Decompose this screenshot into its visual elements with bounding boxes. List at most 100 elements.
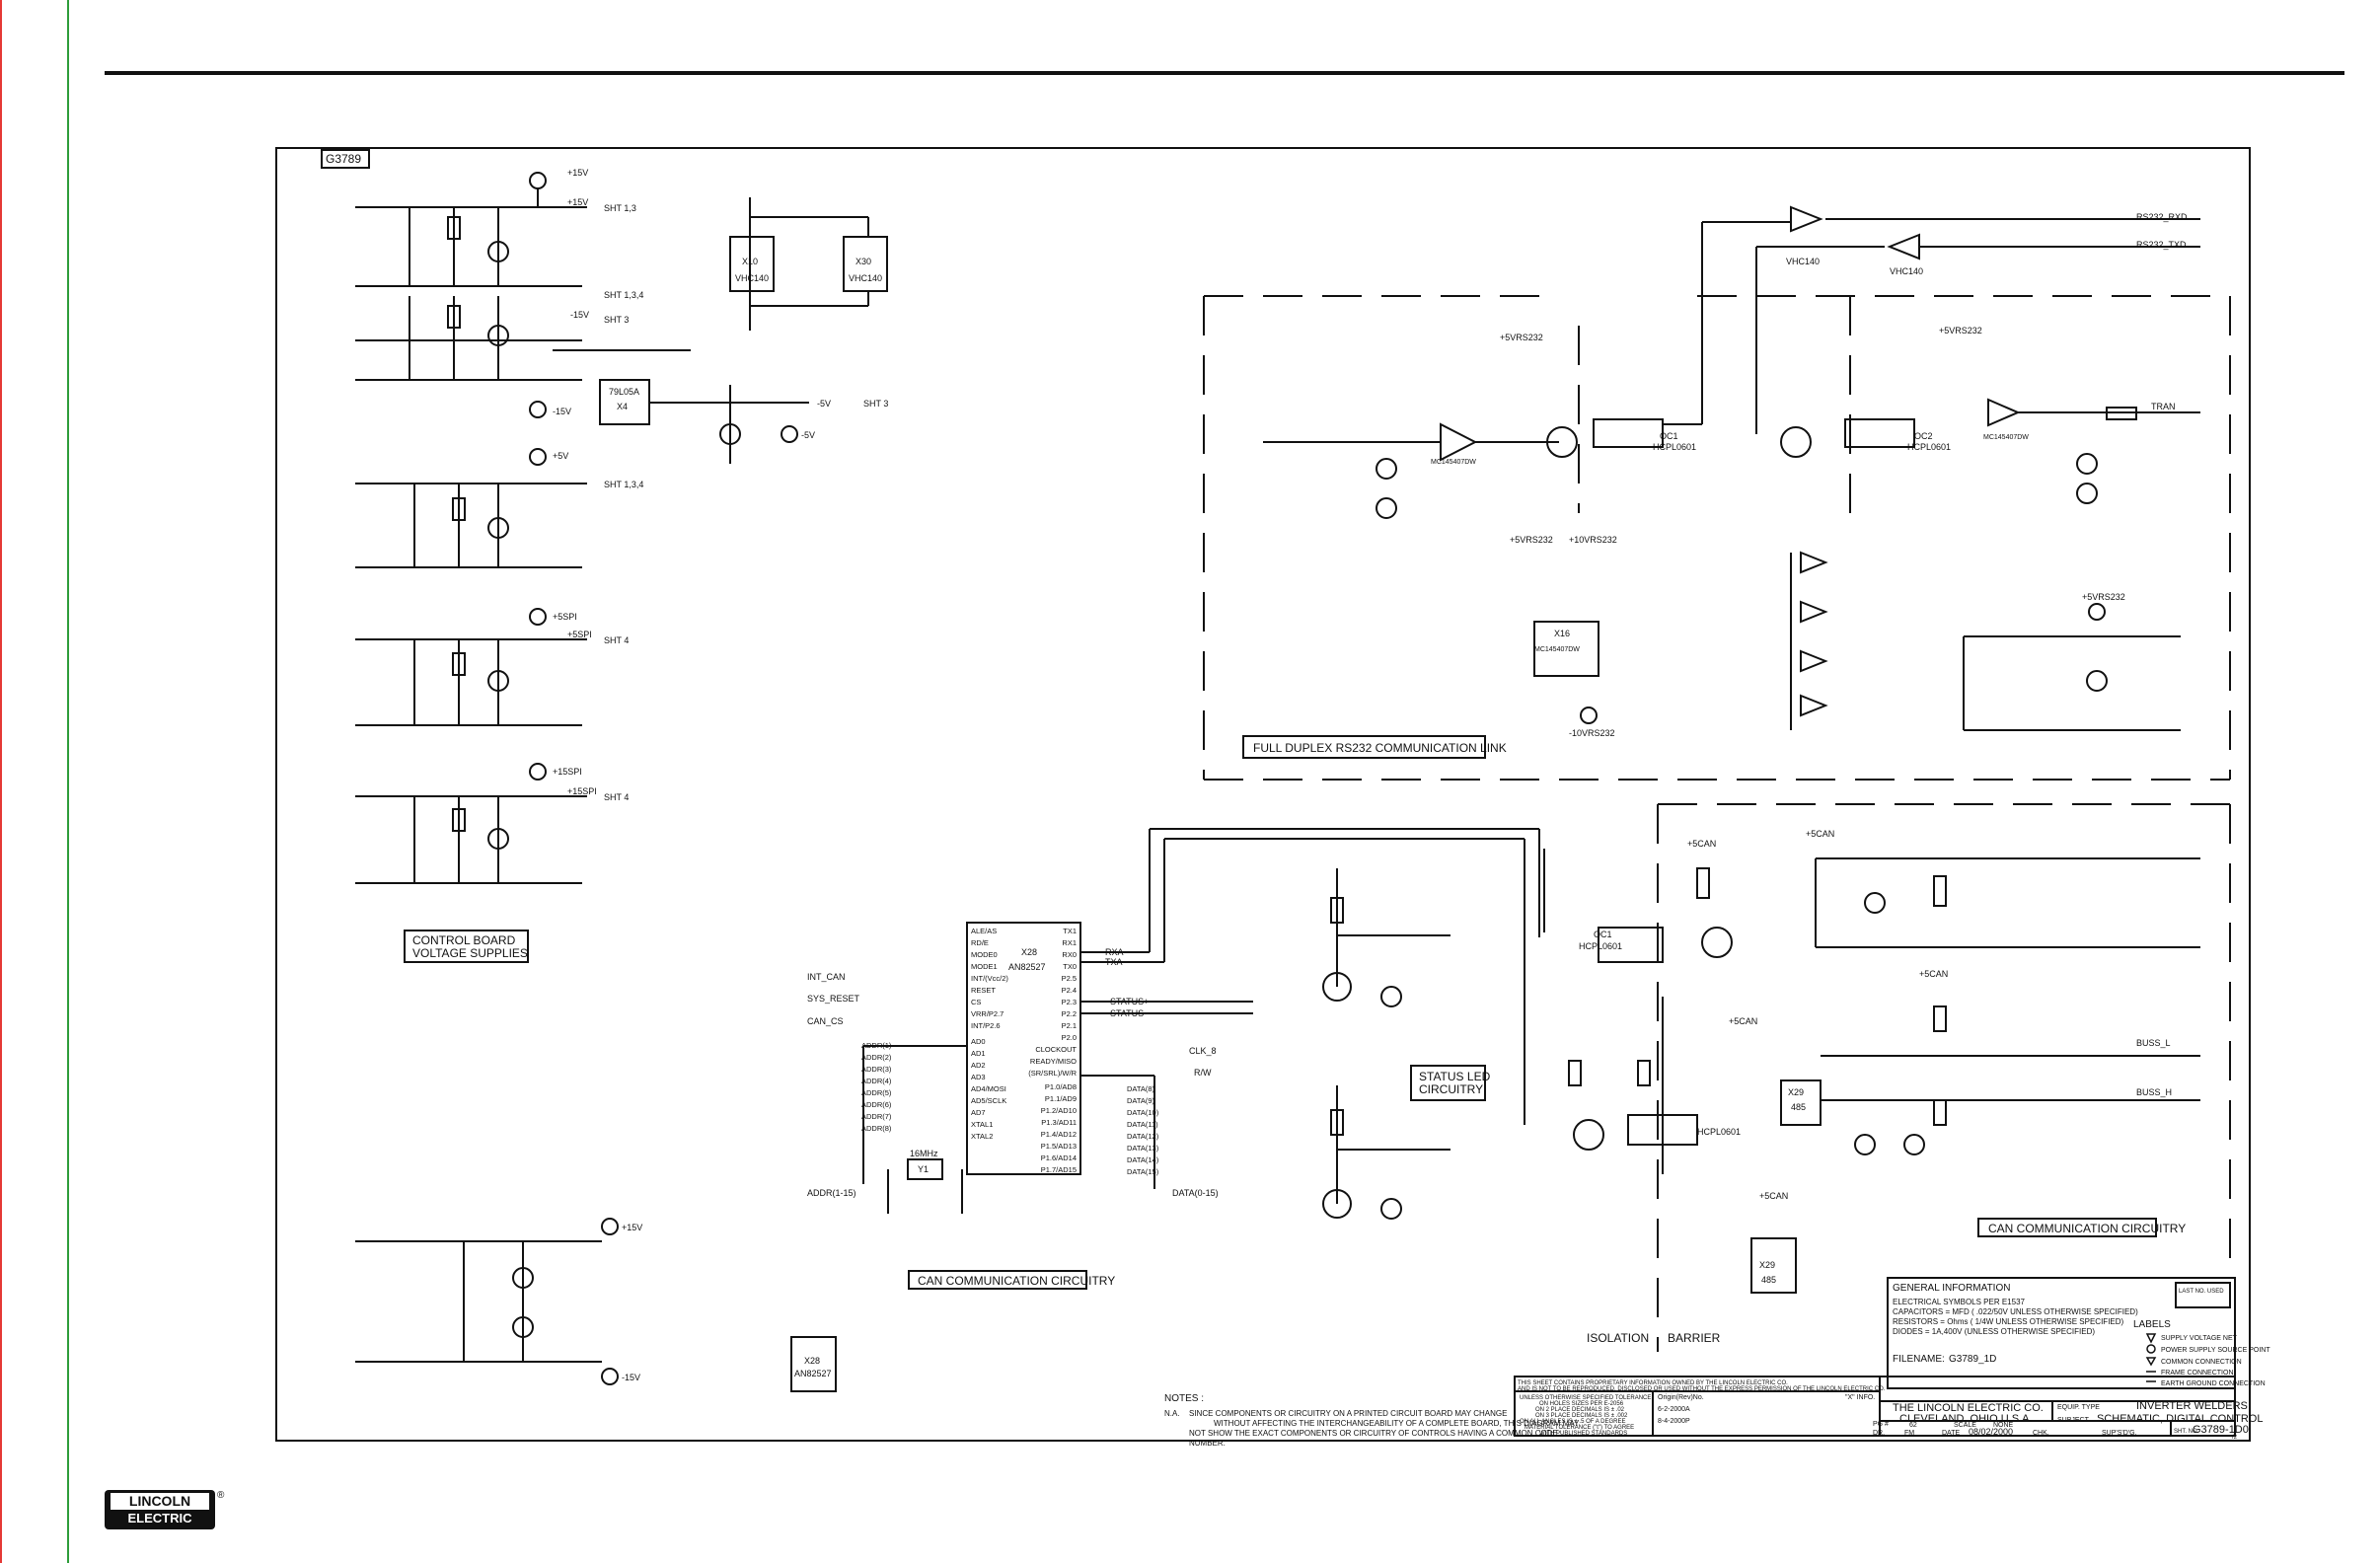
x28-pin: P2.1 [1062, 1021, 1077, 1030]
company-city: CLEVELAND, OHIO U.S.A. [1899, 1413, 2032, 1425]
x28-pin: P1.4/AD12 [1041, 1130, 1077, 1139]
tolerance-line: UNLESS OTHERWISE SPECIFIED TOLERANCE [1520, 1395, 1651, 1401]
equip-type: INVERTER WELDERS [2136, 1400, 2248, 1412]
control-board-label-line1: CONTROL BOARD [412, 933, 516, 947]
chk-label: CHK. [2033, 1430, 2049, 1437]
x28-pin: VRR/P2.7 [971, 1009, 1004, 1018]
chip-part: MC145407DW [1534, 646, 1580, 653]
tolerance-line: WITH PUBLISHED STANDARDS [1539, 1431, 1627, 1437]
general-info-line: CAPACITORS = MFD ( .022/50V UNLESS OTHER… [1893, 1307, 2138, 1316]
general-info-line: ELECTRICAL SYMBOLS PER E1537 [1893, 1298, 2026, 1306]
addr-net: ADDR(3) [861, 1065, 892, 1074]
sheet-ref: SHT 4 [604, 635, 629, 645]
sheet-ref: SHT 4 [604, 792, 629, 802]
can-left-label: CAN COMMUNICATION CIRCUITRY [918, 1274, 1115, 1288]
rs232-circuit [1263, 205, 2200, 731]
chip-part: VHC140 [849, 273, 882, 283]
lincoln-electric-logo: LINCOLN ELECTRIC ® [105, 1490, 224, 1529]
data-net: DATA(9) [1127, 1096, 1155, 1105]
x28-pin: RX1 [1062, 938, 1077, 947]
revision-cell: 6-2-2000A [1658, 1406, 1690, 1413]
rail-label: +15SPI [553, 767, 582, 777]
rail-label: -15V [570, 310, 589, 320]
x28-pin: TX0 [1063, 962, 1077, 971]
can-right-label-box [1977, 1218, 2157, 1237]
addr-net: ADDR(1) [861, 1041, 892, 1050]
supply-minus15 [355, 296, 582, 381]
last-no-used-label: LAST NO. USED [2179, 1289, 2224, 1295]
status-led-label-line1: STATUS LED [1419, 1070, 1491, 1083]
chip-part: AN82527 [794, 1369, 832, 1378]
revision-cell: Origin(Rev)No. [1658, 1394, 1704, 1401]
tolerance-line: ON 3 PLACE DECIMALS IS ± .002 [1535, 1413, 1628, 1419]
chip-ref: X10 [742, 257, 758, 266]
crystal-ref: Y1 [918, 1164, 929, 1174]
scale-value: NONE [1993, 1422, 2014, 1429]
rs232-label-box [1242, 735, 1486, 759]
sheet-ref: SHT 3 [604, 315, 629, 325]
chip-part: MC145407DW [1431, 459, 1476, 466]
rail-label: +5CAN [1759, 1191, 1788, 1201]
isolation-label: ISOLATION [1587, 1331, 1649, 1345]
header-rule [105, 71, 2344, 75]
net-buss-h: BUSS_H [2136, 1087, 2172, 1097]
net-rs232-rxd: RS232_RXD [2136, 212, 2188, 222]
tolerance-line: MATERIAL TOLERANCE ("t") TO AGREE [1525, 1425, 1634, 1431]
net-status-plus: STATUS+ [1110, 997, 1149, 1006]
legend-label: EARTH GROUND CONNECTION [2161, 1380, 2266, 1387]
optocoupler-part: HCPL0601 [1653, 442, 1696, 452]
data-net: DATA(15) [1127, 1167, 1159, 1176]
x28-pin: CLOCKOUT [1035, 1045, 1077, 1054]
subject-label: SUBJECT [2057, 1417, 2090, 1424]
x28-pin: RD/E [971, 938, 989, 947]
rail-label: -5V [801, 430, 815, 440]
subject: SCHEMATIC, DIGITAL CONTROL [2097, 1413, 2263, 1425]
net-txa: TXA [1105, 957, 1123, 967]
optocoupler-part: HCPL0601 [1907, 442, 1951, 452]
chip-part: VHC140 [1890, 266, 1923, 276]
labels-title: LABELS [2133, 1319, 2171, 1330]
x28-pin: P1.6/AD14 [1041, 1154, 1077, 1162]
sheet-ref: SHT 1,3,4 [604, 480, 643, 489]
x28-pin: MODE1 [971, 962, 998, 971]
rail-label: +5CAN [1919, 969, 1948, 979]
chip-x28-power-box [790, 1336, 837, 1392]
dr-value: FM [1904, 1430, 1914, 1437]
optocoupler-ref: OC1 [1660, 431, 1678, 441]
chip-ref: X16 [1554, 629, 1570, 638]
common-connection-icon [2145, 1357, 2157, 1367]
legend-label: FRAME CONNECTION [2161, 1370, 2234, 1377]
x28-pin: AD0 [971, 1037, 986, 1046]
rail-label: +5SPI [567, 630, 592, 639]
equip-type-label: EQUIP. TYPE [2057, 1404, 2100, 1411]
x28-pin: AD4/MOSI [971, 1084, 1006, 1093]
notes-line: SINCE COMPONENTS OR CIRCUITRY ON A PRINT… [1189, 1409, 1507, 1418]
status-led-label-line2: CIRCUITRY [1419, 1082, 1483, 1096]
x28-pin: MODE0 [971, 950, 998, 959]
addr-net: ADDR(6) [861, 1100, 892, 1109]
optocoupler-ref: OC1 [1594, 930, 1612, 939]
x28-pin: AD5/SCLK [971, 1096, 1006, 1105]
revision-cell: 8-4-2000P [1658, 1418, 1690, 1425]
x28-pin: RX0 [1062, 950, 1077, 959]
date-label: DATE [1942, 1430, 1960, 1437]
revision-cell: "X" INFO. [1845, 1394, 1875, 1401]
rail-label: +10VRS232 [1569, 535, 1617, 545]
addr-net: ADDR(8) [861, 1124, 892, 1133]
chip-ref: X30 [855, 257, 871, 266]
net-sys-reset: SYS_RESET [807, 994, 860, 1004]
x28-pin: (SR/SRL)/W/R [1028, 1069, 1077, 1078]
net-buss-l: BUSS_L [2136, 1038, 2171, 1048]
chip-part: 485 [1791, 1102, 1806, 1112]
vhc140-supply [729, 197, 888, 331]
regulator-ref: X4 [617, 402, 628, 411]
data-net: DATA(8) [1127, 1084, 1155, 1093]
title-block-lines [1514, 1376, 2236, 1437]
tolerance-line: ON HOLES SIZES PER E-2056 [1539, 1401, 1624, 1407]
status-led-label-box [1410, 1065, 1486, 1101]
rail-label: +5SPI [553, 612, 577, 622]
rail-label: +5CAN [1687, 839, 1716, 849]
supply-net-icon [2145, 1333, 2157, 1344]
regulator-x4 [529, 349, 809, 464]
net-clk8: CLK_8 [1189, 1046, 1217, 1056]
